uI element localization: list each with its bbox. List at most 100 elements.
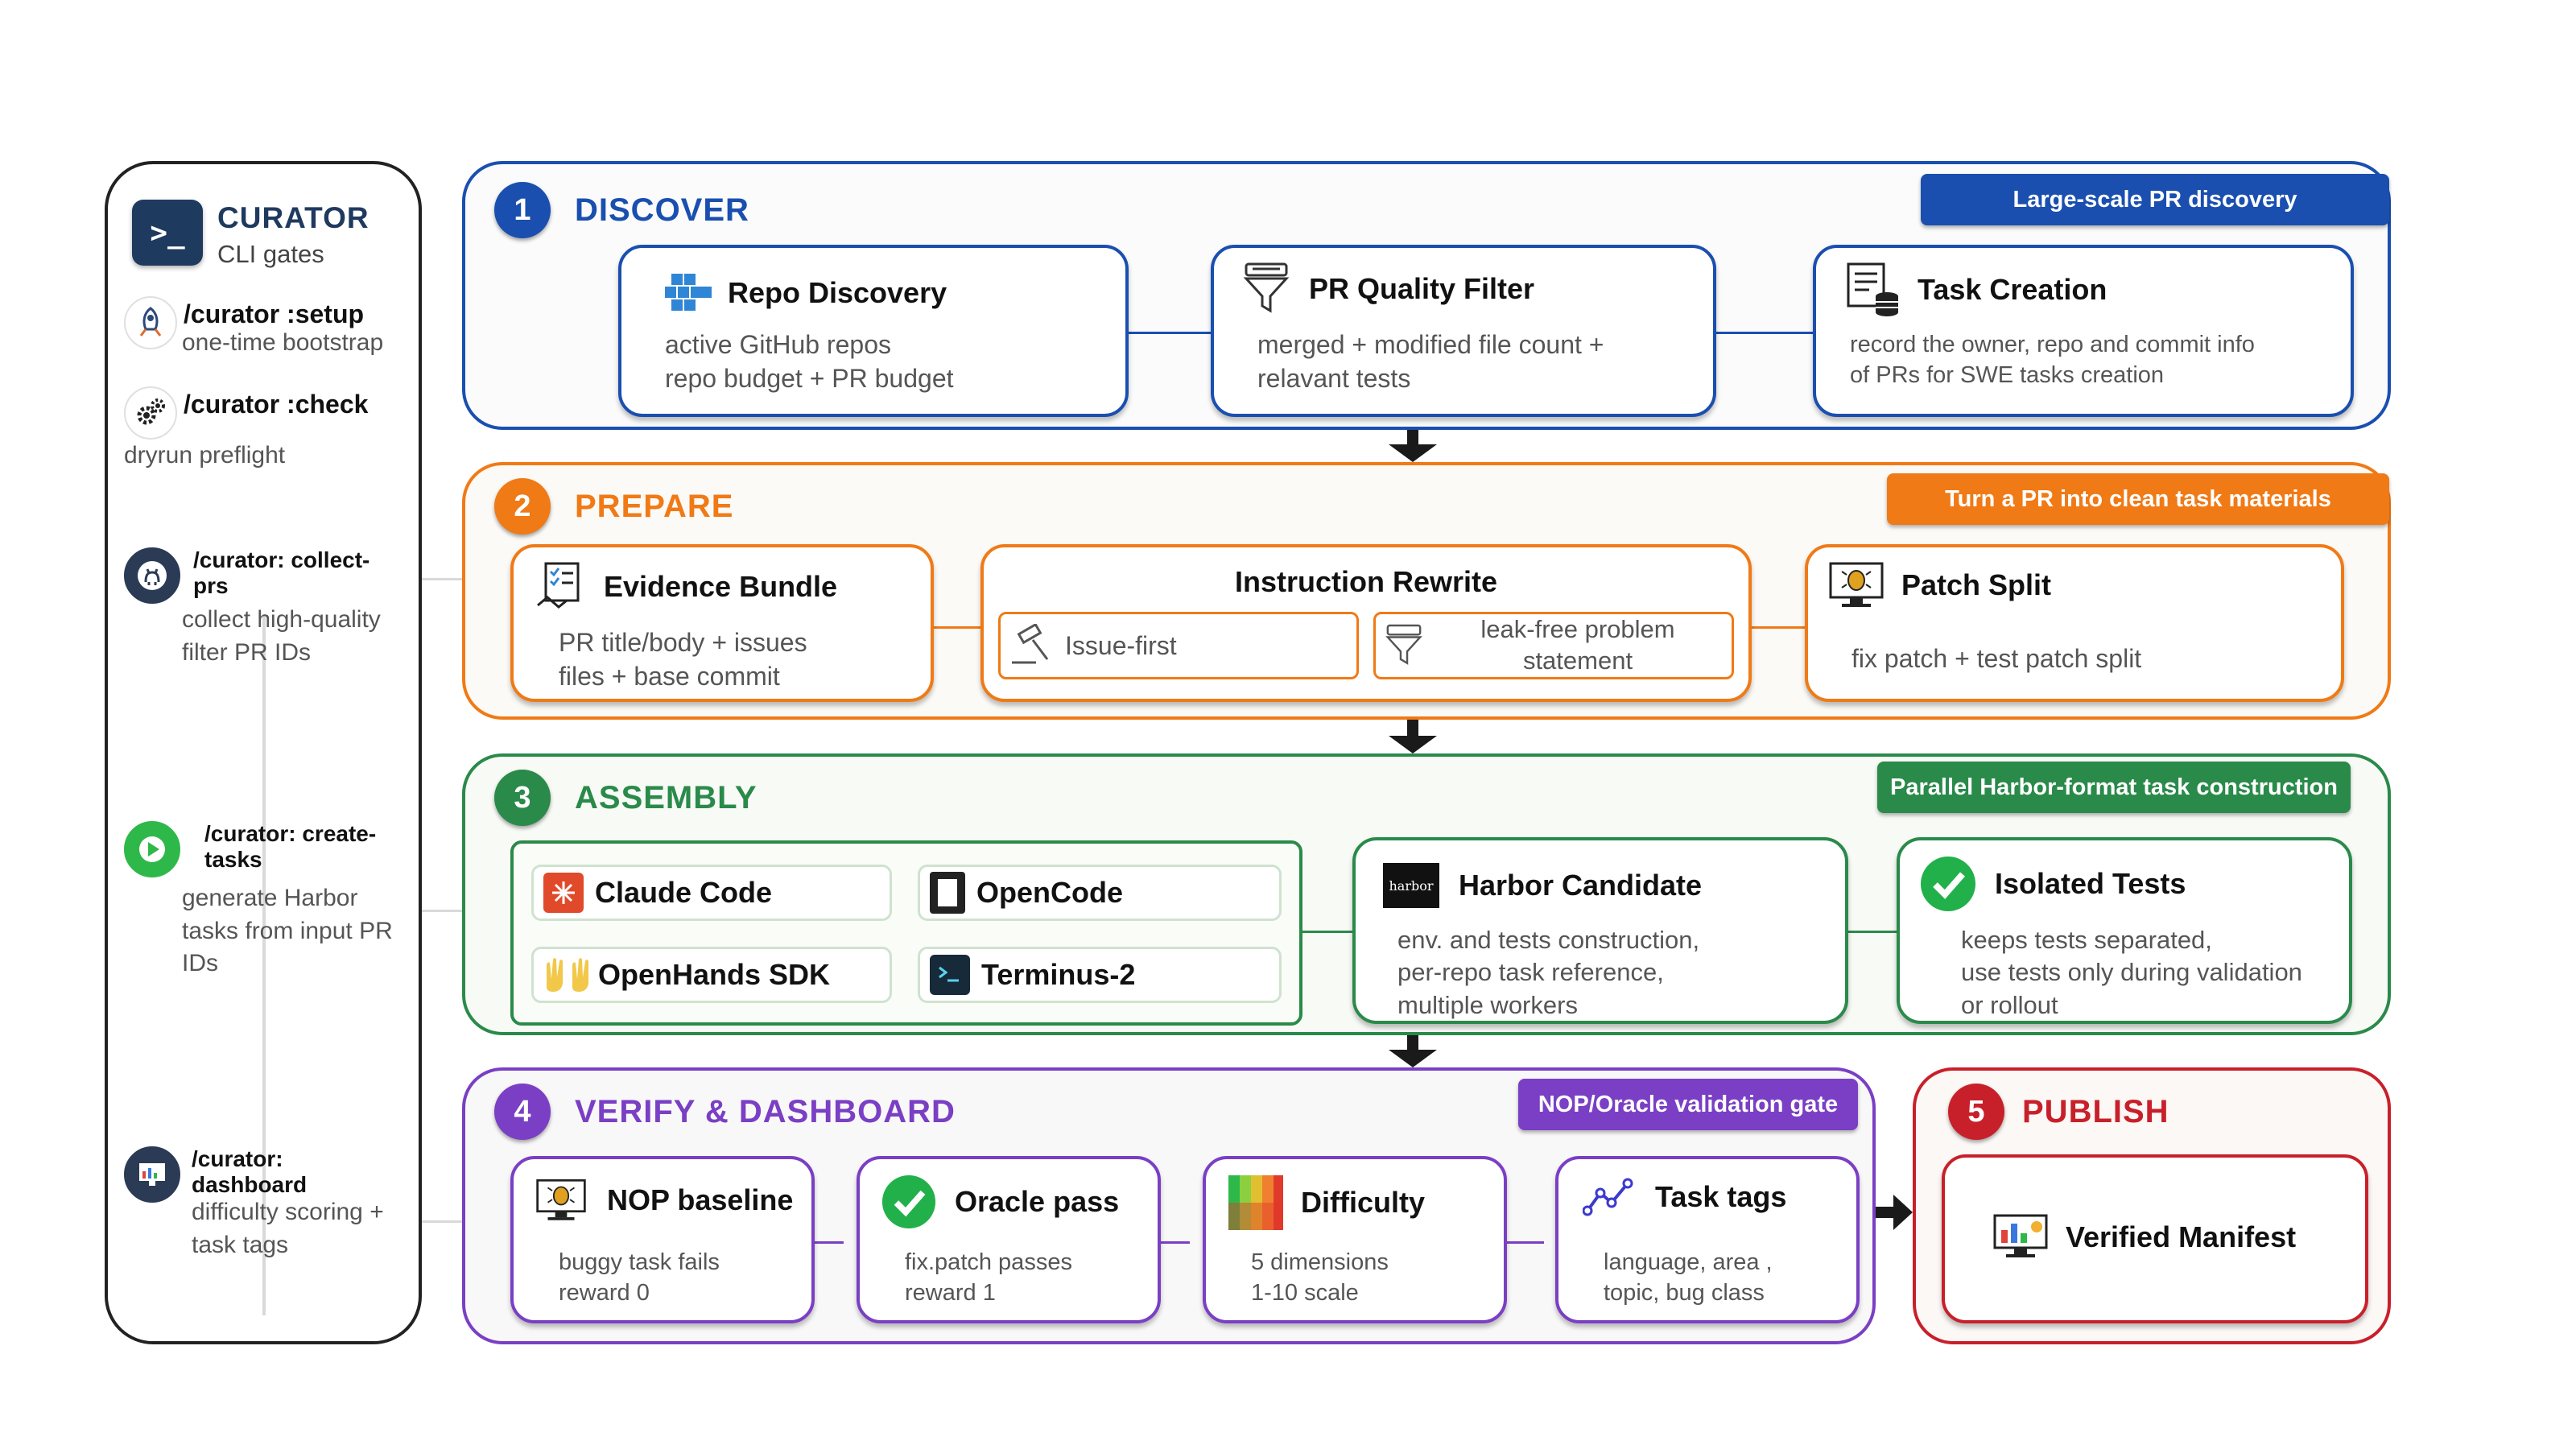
opencode-icon	[930, 872, 965, 914]
agent-label: Claude Code	[595, 876, 773, 909]
card-title: Evidence Bundle	[604, 570, 838, 603]
down-arrow-head	[1389, 444, 1437, 462]
stage-number: 1	[494, 182, 551, 238]
card-desc: record the owner, repo and commit info o…	[1850, 332, 2255, 388]
flow-line	[1745, 626, 1810, 629]
card-desc: language, area , topic, bug class	[1604, 1249, 1773, 1306]
command-create-tasks[interactable]: /curator: create- tasks generate Harbor …	[124, 821, 422, 980]
stage-assembly: 3 ASSEMBLY Parallel Harbor-format task c…	[462, 753, 2391, 1035]
card-evidence-bundle[interactable]: Evidence Bundle PR title/body + issues f…	[510, 544, 934, 702]
stage-prepare: 2 PREPARE Turn a PR into clean task mate…	[462, 462, 2391, 720]
card-difficulty[interactable]: Difficulty 5 dimensions 1-10 scale	[1203, 1156, 1507, 1323]
card-isolated-tests[interactable]: Isolated Tests keeps tests separated, us…	[1897, 837, 2352, 1024]
dashboard-icon	[124, 1146, 180, 1203]
stage-publish: 5 PUBLISH Verified Manifest	[1913, 1067, 2391, 1344]
command-desc-line: collect high-quality	[182, 606, 381, 633]
card-title: Task tags	[1655, 1180, 1787, 1213]
terminal-icon	[930, 955, 970, 995]
command-check[interactable]: /curator :check dryrun preflight	[124, 386, 422, 473]
card-repo-discovery[interactable]: Repo Discovery active GitHub repos repo …	[618, 245, 1129, 417]
stage-number: 3	[494, 770, 551, 826]
command-collect-prs[interactable]: /curator: collect- prs collect high-qual…	[124, 547, 422, 669]
agent-label: OpenHands SDK	[598, 958, 831, 991]
card-title: PR Quality Filter	[1309, 272, 1535, 305]
card-nop-baseline[interactable]: NOP baseline buggy task fails reward 0	[510, 1156, 815, 1323]
command-desc-line: tasks from input PR	[182, 917, 393, 944]
right-arrow	[1876, 1207, 1893, 1218]
command-name-cont: tasks	[204, 847, 262, 873]
card-title: Instruction Rewrite	[1234, 565, 1498, 598]
stage-discover: 1 DISCOVER Large-scale PR discovery Repo…	[462, 161, 2391, 430]
checklist-icon	[535, 560, 591, 613]
sidebar-rail	[262, 615, 266, 1315]
check-circle-icon	[881, 1174, 937, 1230]
command-name: /curator:	[192, 1146, 283, 1171]
gears-icon	[124, 386, 177, 440]
command-desc: generate Harbor tasks from input PR IDs	[124, 882, 422, 980]
command-desc: one-time bootstrap	[182, 329, 384, 356]
card-oracle-pass[interactable]: Oracle pass fix.patch passes reward 1	[857, 1156, 1161, 1323]
sidebar-subtitle: CLI gates	[217, 240, 324, 268]
agent-claude-code[interactable]: Claude Code	[531, 865, 892, 921]
flow-line	[1125, 332, 1214, 334]
right-arrow-head	[1893, 1195, 1913, 1230]
command-setup[interactable]: /curator :setup one-time bootstrap	[124, 296, 422, 360]
gavel-icon	[1009, 624, 1057, 667]
cli-sidebar: >_ CURATOR CLI gates /curator :setup one…	[105, 161, 422, 1344]
hands-icon	[543, 955, 593, 995]
harbor-logo: harbor	[1383, 863, 1439, 908]
stage-title: ASSEMBLY	[575, 779, 758, 815]
check-circle-icon	[1919, 855, 1977, 913]
card-title: Harbor Candidate	[1459, 869, 1703, 902]
command-desc-line: IDs	[182, 950, 218, 976]
card-desc: fix.patch passes reward 1	[905, 1249, 1072, 1306]
card-patch-split[interactable]: Patch Split fix patch + test patch split	[1805, 544, 2344, 702]
sidebar-title: CURATOR	[217, 201, 369, 234]
command-dashboard[interactable]: /curator: dashboard difficulty scoring +…	[124, 1146, 422, 1261]
card-desc: keeps tests separated, use tests only du…	[1961, 926, 2302, 1019]
stage-verify-dashboard: 4 VERIFY & DASHBOARD NOP/Oracle validati…	[462, 1067, 1876, 1344]
funnel-icon	[1384, 621, 1424, 670]
cubes-icon	[662, 269, 715, 317]
stage-title: DISCOVER	[575, 192, 749, 228]
stage-badge: Large-scale PR discovery	[1921, 174, 2389, 225]
card-harbor-candidate[interactable]: harbor Harbor Candidate env. and tests c…	[1352, 837, 1848, 1024]
command-name-cont: prs	[193, 573, 229, 599]
card-desc: PR title/body + issues files + base comm…	[559, 628, 807, 691]
subcard-issue-first[interactable]: Issue-first	[998, 612, 1359, 679]
funnel-icon	[1241, 261, 1291, 317]
trend-icon	[1583, 1177, 1636, 1217]
card-title: NOP baseline	[607, 1183, 794, 1216]
card-title: Oracle pass	[955, 1185, 1120, 1218]
bug-monitor-icon	[1827, 560, 1885, 610]
command-name: /curator :setup	[184, 299, 365, 328]
command-name-cont: dashboard	[192, 1172, 308, 1198]
stage-badge: Turn a PR into clean task materials	[1887, 473, 2389, 525]
agent-opencode[interactable]: OpenCode	[918, 865, 1282, 921]
card-task-tags[interactable]: Task tags language, area , topic, bug cl…	[1555, 1156, 1860, 1323]
flow-line	[931, 626, 995, 629]
play-icon	[124, 821, 180, 877]
agent-openhands-sdk[interactable]: OpenHands SDK	[531, 947, 892, 1003]
stage-number: 2	[494, 478, 551, 535]
subcard-leak-free[interactable]: leak-free problem statement	[1373, 612, 1734, 679]
down-arrow	[1407, 720, 1418, 736]
card-task-creation[interactable]: Task Creation record the owner, repo and…	[1813, 245, 2354, 417]
harbor-logo-text: harbor	[1389, 877, 1434, 894]
card-verified-manifest[interactable]: Verified Manifest	[1942, 1154, 2368, 1323]
sidebar-header: >_ CURATOR CLI gates	[132, 200, 369, 269]
flow-line	[1504, 1241, 1544, 1244]
card-title: Repo Discovery	[728, 276, 947, 309]
card-instruction-rewrite[interactable]: Instruction Rewrite Issue-first leak-fre…	[980, 544, 1752, 702]
connector-line	[422, 578, 462, 580]
bug-monitor-icon	[535, 1177, 588, 1224]
card-pr-quality-filter[interactable]: PR Quality Filter merged + modified file…	[1211, 245, 1716, 417]
connector-line	[422, 910, 462, 912]
agent-terminus-2[interactable]: Terminus-2	[918, 947, 1282, 1003]
flow-line	[1713, 332, 1818, 334]
down-arrow	[1407, 1035, 1418, 1050]
command-name: /curator: create-	[204, 821, 377, 846]
command-desc-line: task tags	[192, 1231, 289, 1258]
rocket-icon	[124, 296, 177, 349]
card-title: Verified Manifest	[2066, 1220, 2297, 1253]
